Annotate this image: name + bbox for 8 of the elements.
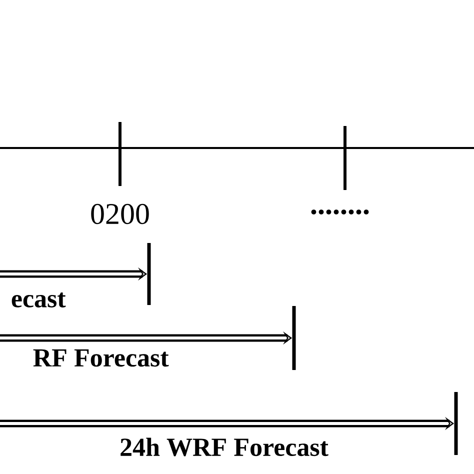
time-label: 0200 [91, 204, 149, 224]
end-bar [292, 306, 296, 370]
edge-label: ecast [12, 292, 66, 308]
time-label: ........ [311, 210, 369, 214]
end-bar [147, 243, 151, 305]
end-bar [454, 392, 458, 455]
edge-label: RF Forecast [33, 349, 169, 367]
edge-label: 24h WRF Forecast [120, 438, 328, 456]
